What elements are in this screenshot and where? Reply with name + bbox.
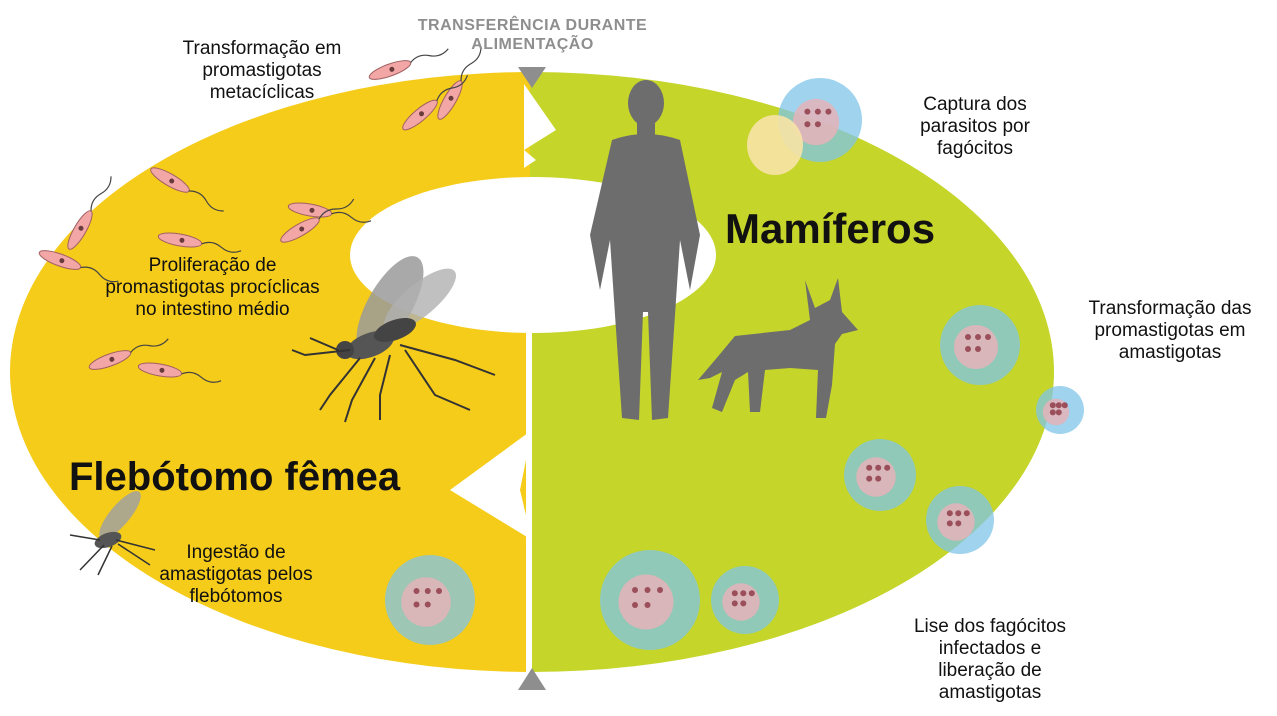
sandfly-title: Flebótomo fêmea bbox=[69, 455, 400, 500]
procyclic-label: Proliferação de promastigotas procíclica… bbox=[80, 255, 345, 321]
phagocyte-icon bbox=[844, 439, 916, 511]
phagocyte-icon bbox=[385, 555, 475, 645]
metacyclic-label: Transformação em promastigotas metacícli… bbox=[162, 38, 362, 104]
captured-parasite-icon bbox=[747, 115, 803, 175]
phagocyte-icon bbox=[940, 305, 1020, 385]
phagocyte-icon bbox=[926, 486, 994, 554]
transformation-label: Transformação das promastigotas em amast… bbox=[1070, 298, 1270, 364]
capture-label: Captura dos parasitos por fagócitos bbox=[890, 94, 1060, 160]
phagocyte-icon bbox=[600, 550, 700, 650]
divider-line bbox=[526, 330, 532, 675]
phagocyte-icon bbox=[1036, 386, 1084, 434]
mammals-title: Mamíferos bbox=[725, 205, 935, 253]
phagocyte-icon bbox=[711, 566, 779, 634]
ingestion-label: Ingestão de amastigotas pelos flebótomos bbox=[146, 542, 326, 608]
lysis-label: Lise dos fagócitos infectados e liberaçã… bbox=[885, 616, 1095, 704]
transfer-label: TRANSFERÊNCIA DURANTE ALIMENTAÇÃO bbox=[405, 16, 660, 54]
